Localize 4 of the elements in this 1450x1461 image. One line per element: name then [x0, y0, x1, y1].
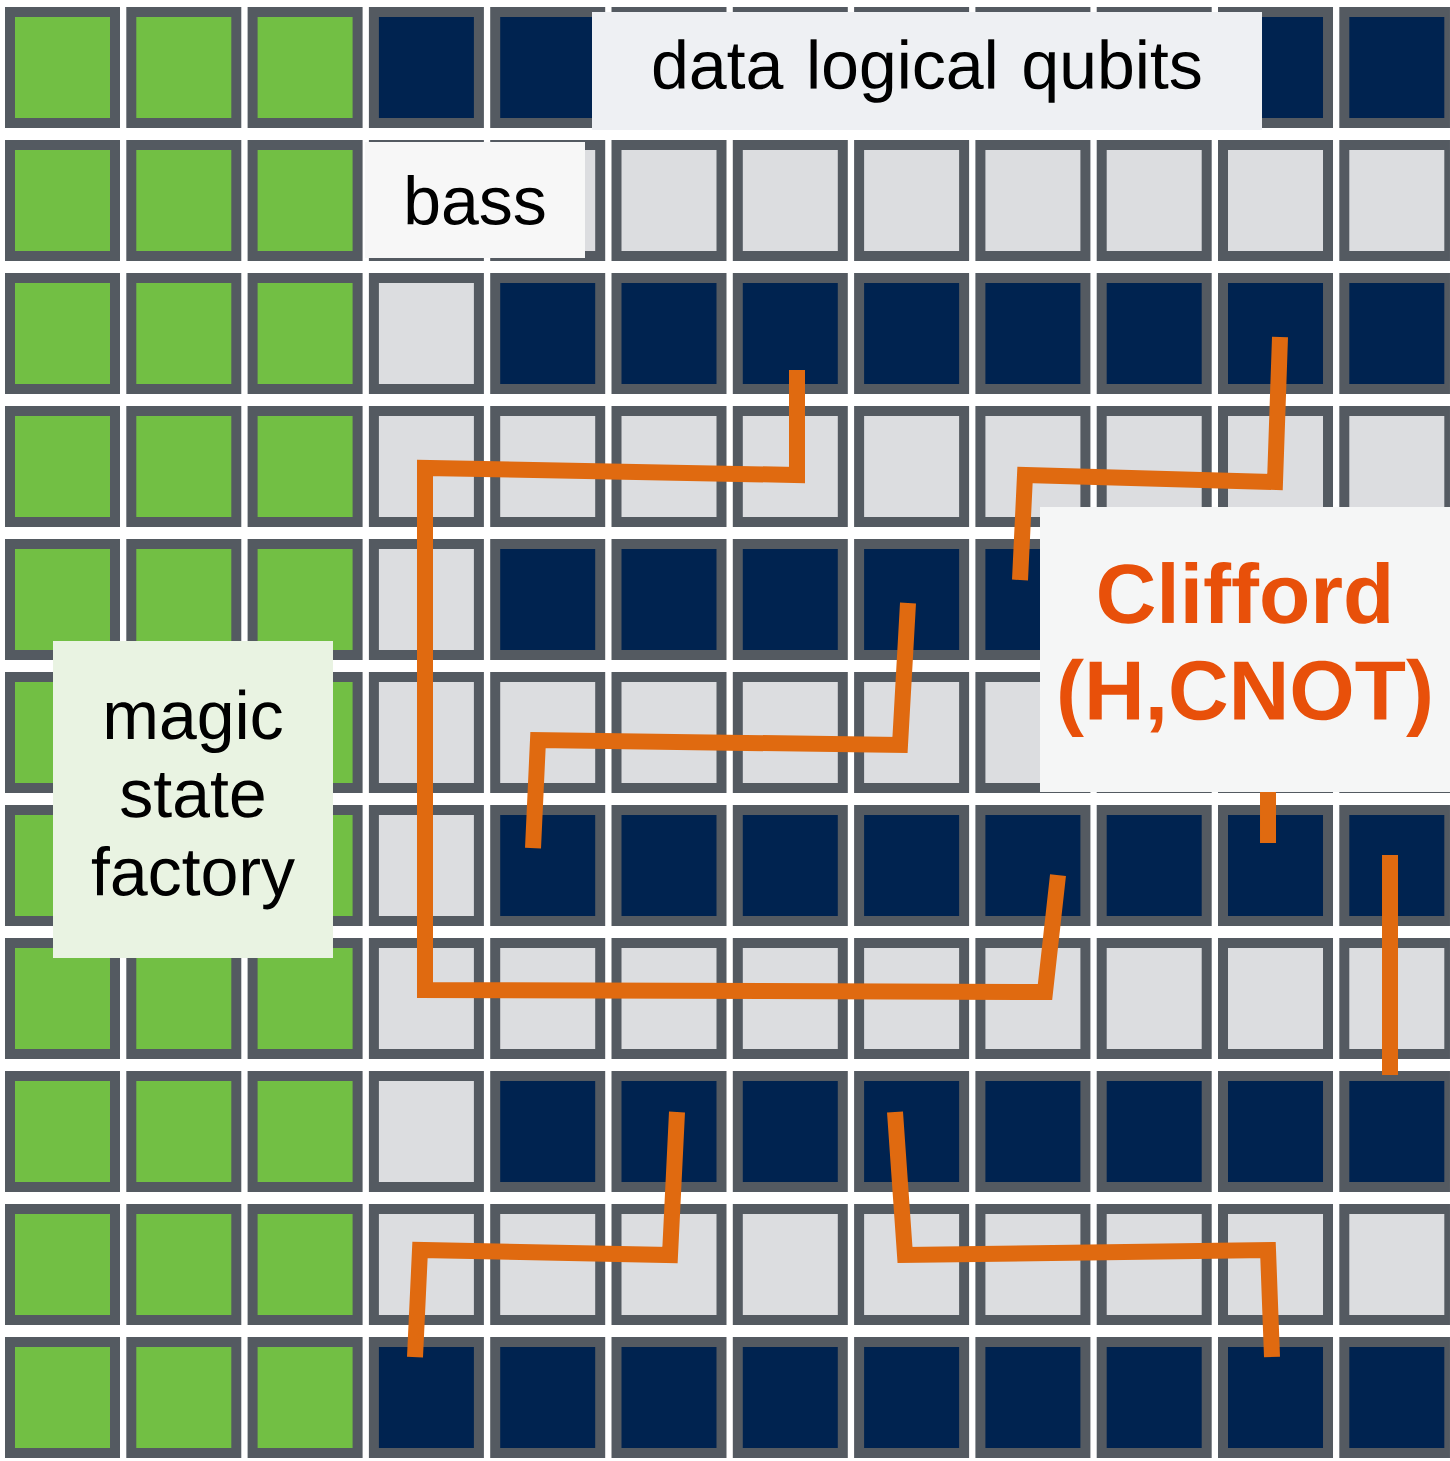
region-label: bass	[365, 142, 585, 258]
region-label: data logical qubits	[592, 12, 1262, 130]
region-label: magic state factory	[53, 641, 333, 958]
region-label: Clifford (H,CNOT)	[1040, 507, 1450, 792]
